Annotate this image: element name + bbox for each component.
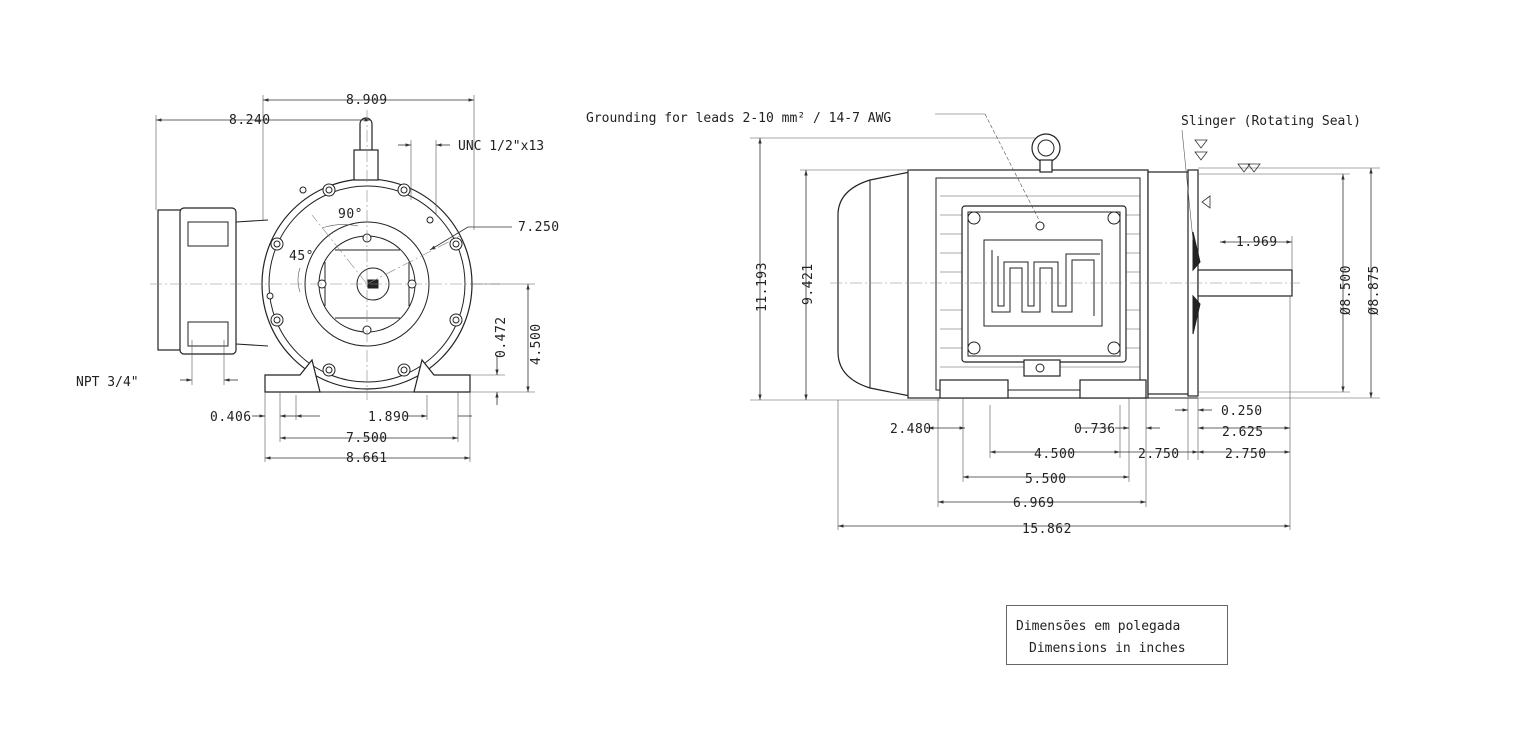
dim-0472: 0.472 [494,316,509,358]
dim-15862: 15.862 [1022,522,1072,537]
dim-2625: 2.625 [1222,425,1264,440]
dim-4500-side: 4.500 [1034,447,1076,462]
dim-0250: 0.250 [1221,404,1263,419]
dim-0736: 0.736 [1074,422,1116,437]
dim-2480: 2.480 [890,422,932,437]
angle-45: 45° [289,249,314,264]
legend-english: Dimensions in inches [1029,641,1186,656]
units-legend: Dimensões em polegada Dimensions in inch… [1006,605,1228,665]
dim-9421: 9.421 [801,263,816,305]
mounting-feet [264,358,471,393]
legend-portuguese: Dimensões em polegada [1016,619,1181,634]
dim-8500: Ø8.500 [1339,265,1354,315]
dim-8875: Ø8.875 [1367,265,1382,315]
label-npt: NPT 3/4" [76,375,139,390]
fan-cover [837,171,911,397]
dim-1969: 1.969 [1236,235,1278,250]
dim-8240: 8.240 [229,113,271,128]
dim-2750-b: 2.750 [1225,447,1267,462]
dim-7500: 7.500 [346,431,388,446]
side-view: Grounding for leads 2-10 mm² / 14-7 AWG … [586,111,1382,537]
dim-6969: 6.969 [1013,496,1055,511]
angle-90: 90° [338,207,363,222]
label-slinger: Slinger (Rotating Seal) [1181,114,1361,129]
side-terminal-box [961,205,1127,363]
dim-0406: 0.406 [210,410,252,425]
terminal-box [157,207,269,355]
label-unc: UNC 1/2"x13 [458,139,544,154]
dim-4500: 4.500 [529,323,544,365]
dim-2750-a: 2.750 [1138,447,1180,462]
dim-11193: 11.193 [755,262,770,312]
side-lifting-eye [1031,133,1061,163]
lifting-eye [353,117,379,181]
front-view: 8.909 8.240 UNC 1/2"x13 7.250 90° 45° 4.… [76,93,560,466]
label-grounding: Grounding for leads 2-10 mm² / 14-7 AWG [586,111,891,126]
dim-5500: 5.500 [1025,472,1067,487]
dim-7250: 7.250 [518,220,560,235]
weg-logo [983,239,1103,327]
dim-8661: 8.661 [346,451,388,466]
dim-1890: 1.890 [368,410,410,425]
dim-8909: 8.909 [346,93,388,108]
